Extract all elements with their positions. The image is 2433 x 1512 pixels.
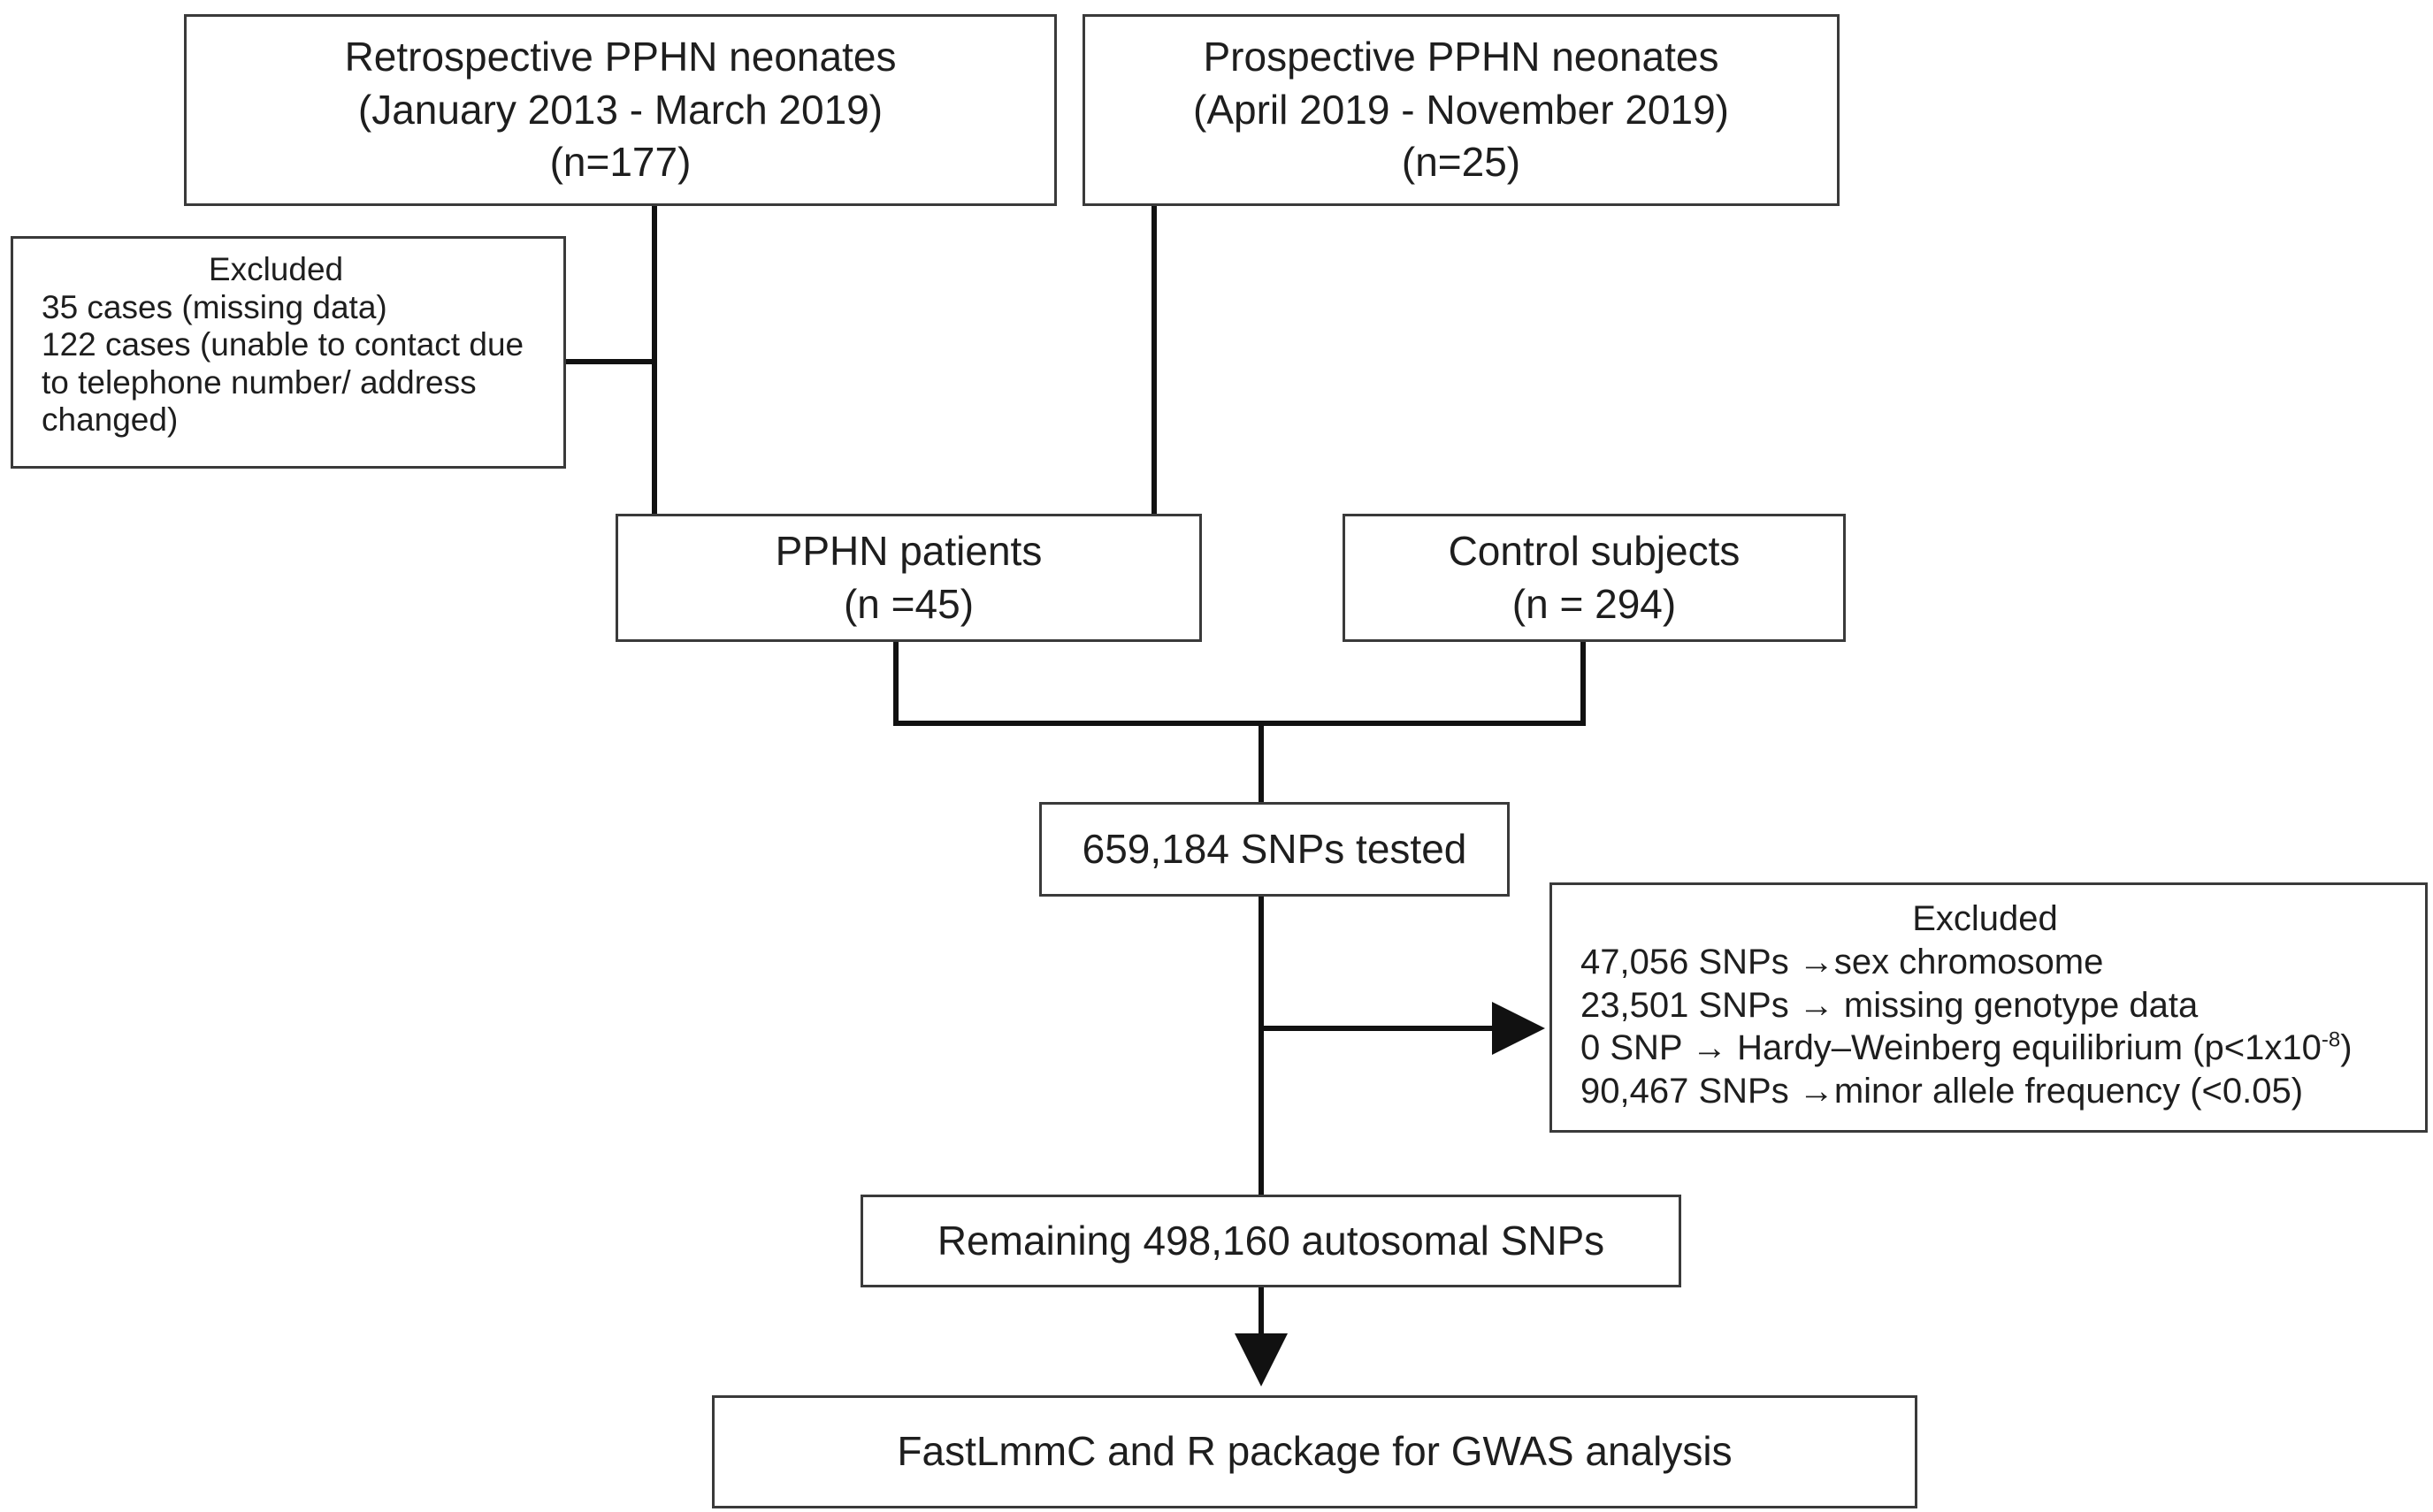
hwe-exponent: -8 <box>2321 1028 2341 1053</box>
exclusion-snps-line: 90,467 SNPs →minor allele frequency (<0.… <box>1580 1072 2304 1111</box>
prospective-neonates-box: Prospective PPHN neonates (April 2019 - … <box>1083 14 1840 206</box>
pphn-patients-title: PPHN patients <box>775 527 1043 574</box>
pphn-patients-box: PPHN patients (n =45) <box>616 514 1202 642</box>
exclusion-cases-heading: Excluded <box>208 251 344 287</box>
gwas-analysis-box: FastLmmC and R package for GWAS analysis <box>712 1395 1917 1508</box>
exclusion-snps-line: 47,056 SNPs →sex chromosome <box>1580 942 2104 981</box>
control-subjects-box: Control subjects (n = 294) <box>1343 514 1846 642</box>
prospective-count: (n=25) <box>1401 139 1521 186</box>
hwe-text: 0 SNP → Hardy–Weinberg equilibrium (p<1x… <box>1580 1028 2322 1068</box>
prospective-title: Prospective PPHN neonates <box>1203 33 1719 80</box>
prospective-period: (April 2019 - November 2019) <box>1193 86 1729 133</box>
snps-tested-label: 659,184 SNPs tested <box>1082 825 1467 872</box>
exclusion-snps-heading: Excluded <box>1912 899 2058 938</box>
retrospective-count: (n=177) <box>549 139 692 186</box>
exclusion-cases-line: to telephone number/ address <box>42 363 477 401</box>
snps-tested-box: 659,184 SNPs tested <box>1039 802 1510 897</box>
remaining-snps-label: Remaining 498,160 autosomal SNPs <box>937 1217 1605 1264</box>
exclusion-cases-line: 35 cases (missing data) <box>42 288 387 325</box>
retrospective-neonates-box: Retrospective PPHN neonates (January 201… <box>184 14 1057 206</box>
retrospective-period: (January 2013 - March 2019) <box>357 86 884 133</box>
gwas-analysis-label: FastLmmC and R package for GWAS analysis <box>897 1428 1733 1475</box>
retrospective-title: Retrospective PPHN neonates <box>344 33 897 80</box>
exclusion-box-snps: Excluded 47,056 SNPs →sex chromosome 23,… <box>1549 882 2428 1133</box>
hwe-suffix: ) <box>2340 1028 2353 1068</box>
exclusion-cases-line: 122 cases (unable to contact due <box>42 326 524 363</box>
exclusion-box-cases: Excluded 35 cases (missing data) 122 cas… <box>11 236 566 469</box>
exclusion-snps-line: 23,501 SNPs → missing genotype data <box>1580 985 2199 1025</box>
control-subjects-title: Control subjects <box>1448 527 1741 574</box>
pphn-patients-count: (n =45) <box>843 580 975 627</box>
exclusion-cases-line: changed) <box>42 401 179 439</box>
remaining-snps-box: Remaining 498,160 autosomal SNPs <box>861 1195 1681 1287</box>
control-subjects-count: (n = 294) <box>1511 580 1677 627</box>
exclusion-snps-line-hwe: 0 SNP → Hardy–Weinberg equilibrium (p<1x… <box>1580 1027 2353 1070</box>
